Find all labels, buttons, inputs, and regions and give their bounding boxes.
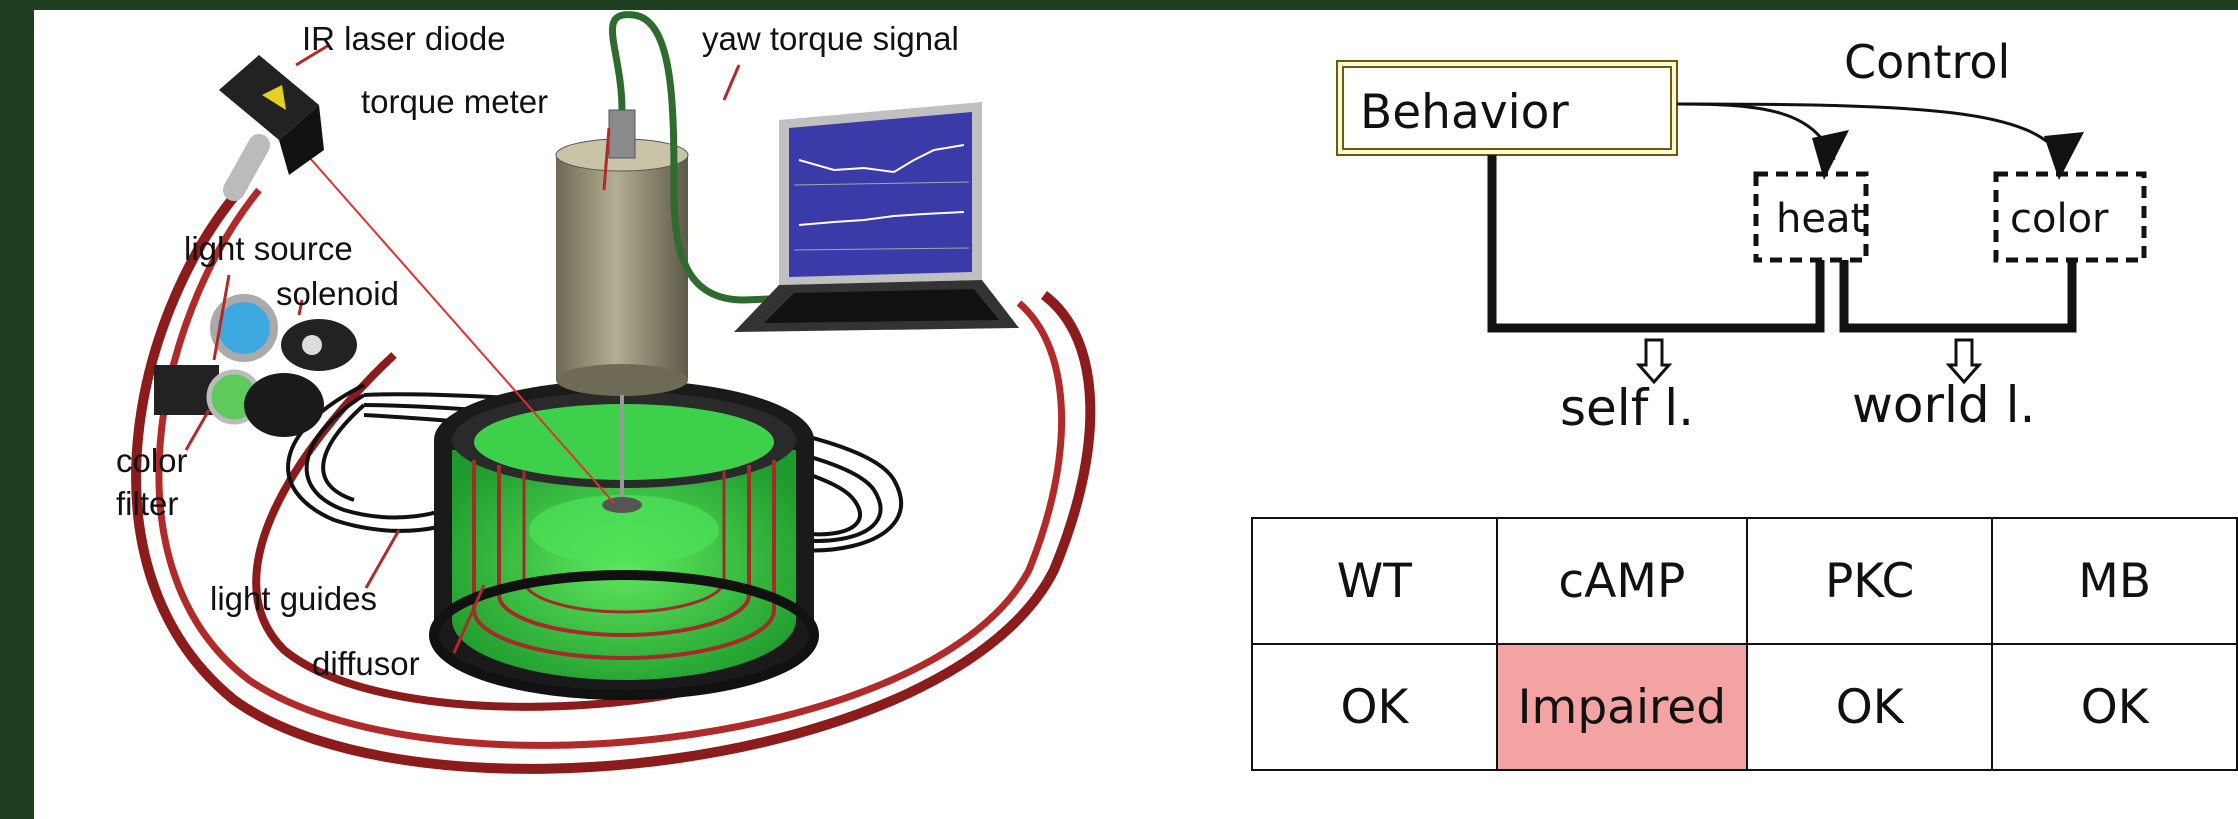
- behavior-box-label: Behavior: [1360, 85, 1569, 140]
- ir-laser-diode: [219, 55, 324, 201]
- color-box-label: color: [2010, 196, 2109, 242]
- signal-cable: [609, 11, 795, 304]
- value-pkc: OK: [1745, 643, 1994, 771]
- label-yaw-signal: yaw torque signal: [702, 20, 959, 57]
- arrow-behavior-color: [1676, 102, 2066, 161]
- self-learning-label: self l.: [1560, 379, 1694, 437]
- arena-cylinder: [429, 380, 819, 700]
- learning-schematic: Behavior Control heat color self l. worl…: [1336, 35, 2147, 437]
- callout-lines: [184, 43, 741, 654]
- header-mb: MB: [1991, 517, 2238, 645]
- apparatus-illustration: IR laser diode yaw torque signal torque …: [116, 11, 1096, 774]
- label-color-filter-line2: filter: [116, 485, 178, 522]
- label-color-filter-line1: color: [116, 442, 188, 479]
- table-row: OK Impaired OK OK: [1251, 643, 2238, 771]
- table-row: WT cAMP PKC MB: [1251, 517, 2238, 645]
- figure-svg: IR laser diode yaw torque signal torque …: [116, 11, 2147, 774]
- self-learning-loop: [1487, 155, 1825, 333]
- header-pkc: PKC: [1745, 517, 1994, 645]
- value-wt: OK: [1251, 643, 1498, 771]
- world-learning-loop: [1839, 260, 2077, 333]
- arrow-behavior-heat: [1676, 102, 1836, 161]
- light-source-assembly: [154, 294, 357, 437]
- label-solenoid: solenoid: [276, 275, 399, 312]
- arrowhead-color: [2044, 132, 2084, 180]
- label-light-guides: light guides: [210, 580, 377, 617]
- light-guide-cable: [155, 187, 1065, 749]
- self-learning-arrow: [1635, 338, 1673, 385]
- heat-box: [1753, 171, 1869, 263]
- value-mb: OK: [1991, 643, 2238, 771]
- light-guide-cable: [131, 181, 1096, 774]
- figure-panel: IR laser diode yaw torque signal torque …: [34, 10, 2238, 819]
- label-torque-meter: torque meter: [361, 83, 548, 120]
- laptop: [734, 102, 1019, 332]
- control-label: Control: [1844, 35, 2010, 89]
- label-light-source: light source: [184, 230, 353, 267]
- header-wt: WT: [1251, 517, 1498, 645]
- world-learning-label: world l.: [1852, 376, 2035, 434]
- laser-beam: [293, 139, 615, 504]
- arrowhead-heat: [1812, 130, 1849, 180]
- header-camp: cAMP: [1495, 517, 1749, 645]
- torque-meter: [555, 109, 689, 513]
- label-ir-laser: IR laser diode: [302, 20, 506, 57]
- world-learning-arrow: [1945, 338, 1983, 385]
- label-diffusor: diffusor: [312, 645, 420, 682]
- value-camp-impaired: Impaired: [1495, 643, 1749, 771]
- results-table: WT cAMP PKC MB OK Impaired OK OK: [1251, 517, 2238, 771]
- heat-box-label: heat: [1776, 196, 1866, 242]
